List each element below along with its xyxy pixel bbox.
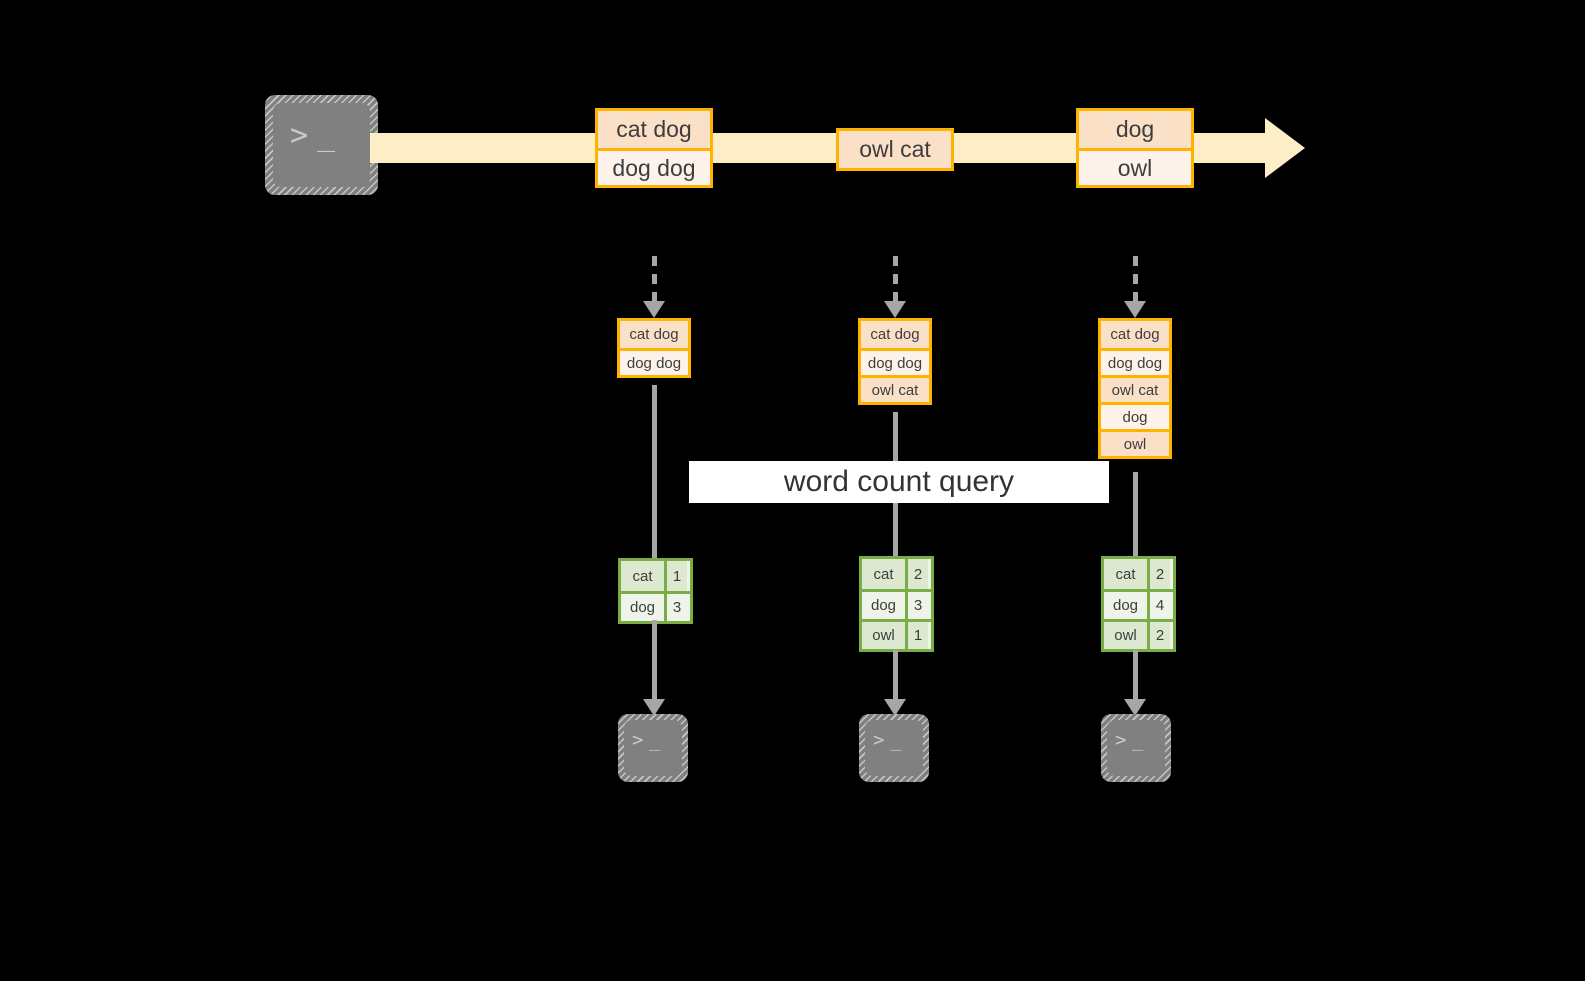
result-word: dog <box>1104 592 1147 619</box>
result-word: cat <box>621 561 664 591</box>
record-line: cat dog <box>861 321 929 348</box>
result-to-sink-arrow-1 <box>643 620 665 716</box>
record-line: dog dog <box>620 348 688 375</box>
terminal-screen <box>624 720 682 776</box>
result-table-1: cat 1 dog 3 <box>618 558 693 624</box>
result-to-sink-arrow-3 <box>1124 650 1146 716</box>
result-count: 3 <box>664 594 687 621</box>
result-row: dog 3 <box>621 591 690 621</box>
record-line: cat dog <box>1101 321 1169 348</box>
state-to-result-arrow-1 <box>643 385 665 575</box>
record-line: owl cat <box>1101 375 1169 402</box>
terminal-prompt-glyph: > <box>1115 729 1127 751</box>
accumulated-records-2: cat dog dog dog owl cat <box>858 318 932 405</box>
record-line: dog dog <box>861 348 929 375</box>
record-line: cat dog <box>620 321 688 348</box>
stream-event-line: owl <box>1079 148 1191 185</box>
terminal-prompt-glyph: > <box>290 118 309 153</box>
terminal-cursor-glyph: _ <box>890 729 902 751</box>
record-line: owl <box>1101 429 1169 456</box>
result-word: owl <box>862 622 905 649</box>
result-row: owl 2 <box>1104 619 1173 649</box>
result-word: cat <box>1104 559 1147 589</box>
stream-arrow-head <box>1265 118 1305 178</box>
sink-terminal-icon-2: > _ <box>859 714 929 782</box>
result-word: owl <box>1104 622 1147 649</box>
result-row: cat 2 <box>1104 559 1173 589</box>
terminal-prompt-glyph: > <box>632 729 644 751</box>
terminal-screen <box>1107 720 1165 776</box>
stream-event-box-2: owl cat <box>836 128 954 171</box>
query-banner-label: word count query <box>783 465 1015 498</box>
result-count: 1 <box>905 622 928 649</box>
result-to-sink-arrow-2 <box>884 650 906 716</box>
result-count: 2 <box>1147 622 1170 649</box>
accumulated-records-1: cat dog dog dog <box>617 318 691 378</box>
result-table-2: cat 2 dog 3 owl 1 <box>859 556 934 652</box>
query-banner: word count query <box>689 461 1109 503</box>
result-count: 4 <box>1147 592 1170 619</box>
accumulated-records-3: cat dog dog dog owl cat dog owl <box>1098 318 1172 459</box>
result-word: cat <box>862 559 905 589</box>
stream-event-line: cat dog <box>598 111 710 148</box>
record-line: dog dog <box>1101 348 1169 375</box>
record-line: owl cat <box>861 375 929 402</box>
record-line: dog <box>1101 402 1169 429</box>
result-table-3: cat 2 dog 4 owl 2 <box>1101 556 1176 652</box>
terminal-prompt-glyph: > <box>873 729 885 751</box>
stream-to-state-arrow-2 <box>884 256 906 318</box>
sink-terminal-icon-3: > _ <box>1101 714 1171 782</box>
sink-terminal-icon-1: > _ <box>618 714 688 782</box>
terminal-cursor-glyph: _ <box>1132 729 1144 751</box>
stream-event-box-3: dog owl <box>1076 108 1194 188</box>
stream-event-line: owl cat <box>839 131 951 168</box>
stream-to-state-arrow-3 <box>1124 256 1146 318</box>
stream-event-line: dog dog <box>598 148 710 185</box>
result-word: dog <box>621 594 664 621</box>
terminal-screen <box>865 720 923 776</box>
result-count: 3 <box>905 592 928 619</box>
terminal-cursor-glyph: _ <box>317 118 336 153</box>
source-terminal-icon: > _ <box>265 95 378 195</box>
stream-event-box-1: cat dog dog dog <box>595 108 713 188</box>
result-row: dog 3 <box>862 589 931 619</box>
result-row: cat 2 <box>862 559 931 589</box>
result-count: 1 <box>664 561 687 591</box>
terminal-screen <box>273 103 370 187</box>
result-row: cat 1 <box>621 561 690 591</box>
stream-to-state-arrow-1 <box>643 256 665 318</box>
result-row: owl 1 <box>862 619 931 649</box>
result-row: dog 4 <box>1104 589 1173 619</box>
result-count: 2 <box>1147 559 1170 589</box>
result-word: dog <box>862 592 905 619</box>
terminal-cursor-glyph: _ <box>649 729 661 751</box>
result-count: 2 <box>905 559 928 589</box>
stream-event-line: dog <box>1079 111 1191 148</box>
